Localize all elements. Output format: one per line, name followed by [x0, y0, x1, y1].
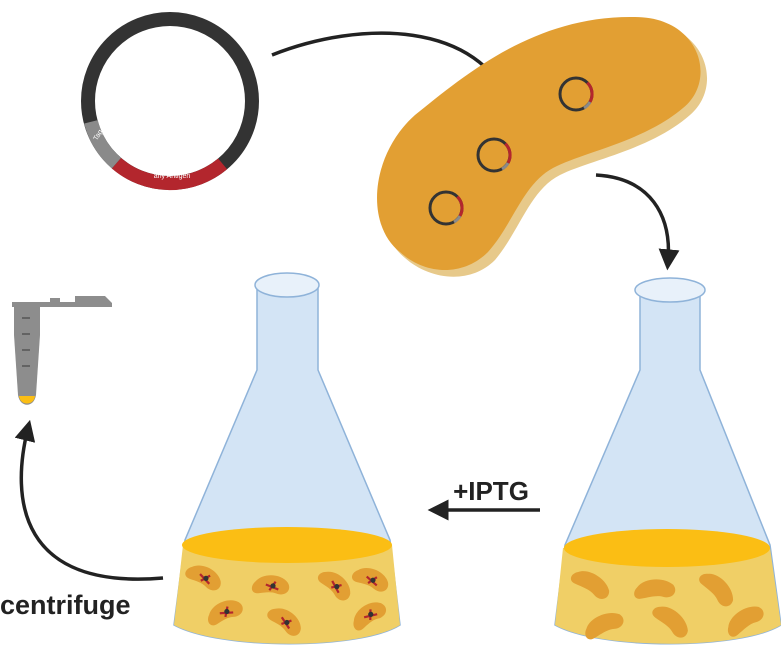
induction-step: +IPTG	[427, 476, 540, 521]
inoculation-arrow	[595, 173, 680, 271]
flask-rim	[634, 277, 706, 303]
flask-rim	[254, 272, 320, 298]
centrifuge-arrow	[14, 419, 164, 581]
medium-surface	[564, 529, 770, 567]
tube-body	[14, 307, 40, 405]
plasmid-tag-label: Tag	[93, 129, 105, 142]
plasmid-antigen-segment	[111, 157, 228, 191]
induced-culture-flask	[173, 272, 401, 645]
microcentrifuge-tube	[12, 296, 112, 405]
induction-label: +IPTG	[453, 476, 529, 506]
medium-surface	[182, 527, 392, 563]
plasmid-tag-segment	[84, 119, 122, 169]
tube-lid	[12, 296, 112, 307]
culture-flask	[554, 277, 781, 645]
cell-pellet	[19, 396, 35, 404]
plasmid-antigen-label: any Antigen	[154, 173, 191, 180]
bacterium	[377, 16, 708, 277]
plasmid: Tag any Antigen	[81, 12, 259, 191]
centrifuge-label: centrifuge	[0, 590, 131, 620]
bacterium-body	[377, 16, 701, 271]
culture-medium	[174, 545, 400, 644]
